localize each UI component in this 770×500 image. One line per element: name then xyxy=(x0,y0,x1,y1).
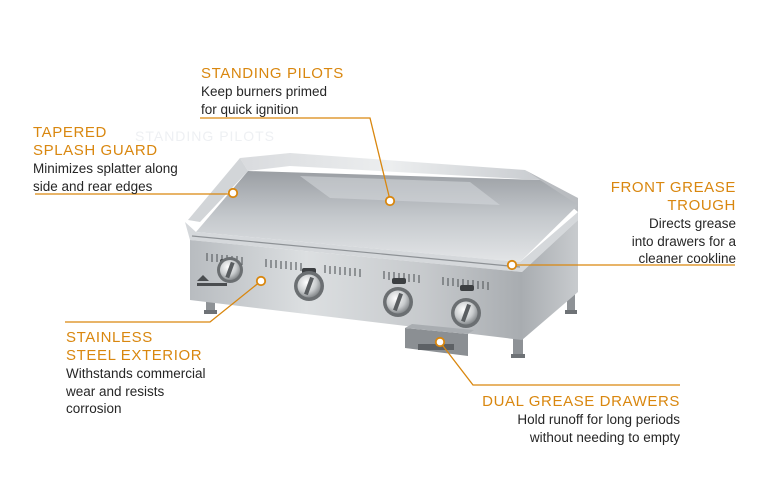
callout-title: DUAL GREASE DRAWERS xyxy=(482,393,680,410)
splash-guard-left xyxy=(188,158,248,222)
dot-stainless xyxy=(255,275,267,287)
dot-splash-guard xyxy=(227,187,239,199)
leader-stainless xyxy=(65,280,262,323)
leg-front-right xyxy=(513,330,523,356)
callout-stainless: STAINLESS STEEL EXTERIOR Withstands comm… xyxy=(66,329,206,418)
knob-4 xyxy=(451,298,481,328)
dot-grease-trough xyxy=(506,259,518,271)
callout-title: STAINLESS STEEL EXTERIOR xyxy=(66,329,203,364)
callout-description: Minimizes splatter along side and rear e… xyxy=(33,161,178,194)
control-knobs xyxy=(217,257,481,328)
callout-standing-pilots: STANDING PILOTS Keep burners primed for … xyxy=(201,65,344,118)
callout-dots xyxy=(227,187,518,348)
callout-title: STANDING PILOTS xyxy=(201,65,344,82)
leader-lines xyxy=(35,117,735,386)
callout-description: Keep burners primed for quick ignition xyxy=(201,84,328,117)
leader-grease-drawers xyxy=(439,341,680,386)
brand-logo xyxy=(197,275,227,286)
knob-1 xyxy=(217,257,243,283)
callout-description: Directs grease into drawers for a cleane… xyxy=(631,216,736,266)
callout-title: TAPERED SPLASH GUARD xyxy=(33,124,158,159)
side-panel xyxy=(522,220,578,340)
callout-title: FRONT GREASE TROUGH xyxy=(610,179,736,214)
callout-description: Withstands commercial wear and resists c… xyxy=(66,366,206,416)
callout-grease-trough: FRONT GREASE TROUGH Directs grease into … xyxy=(611,179,736,268)
leg-back-right xyxy=(567,292,575,312)
callout-splash-guard: TAPERED SPLASH GUARD Minimizes splatter … xyxy=(33,124,178,195)
splash-guard-back xyxy=(240,153,540,180)
callout-grease-drawers: DUAL GREASE DRAWERS Hold runoff for long… xyxy=(482,393,680,446)
leader-standing-pilots xyxy=(200,117,391,201)
dot-standing-pilots xyxy=(384,195,396,207)
callout-description: Hold runoff for long periods without nee… xyxy=(517,412,680,445)
front-panel xyxy=(190,240,522,340)
knob-3 xyxy=(383,287,413,317)
knob-2 xyxy=(294,271,324,301)
dot-grease-drawers xyxy=(434,336,446,348)
front-trough-lip xyxy=(185,212,578,272)
faded-background-text: STANDING PILOTS xyxy=(135,128,275,144)
